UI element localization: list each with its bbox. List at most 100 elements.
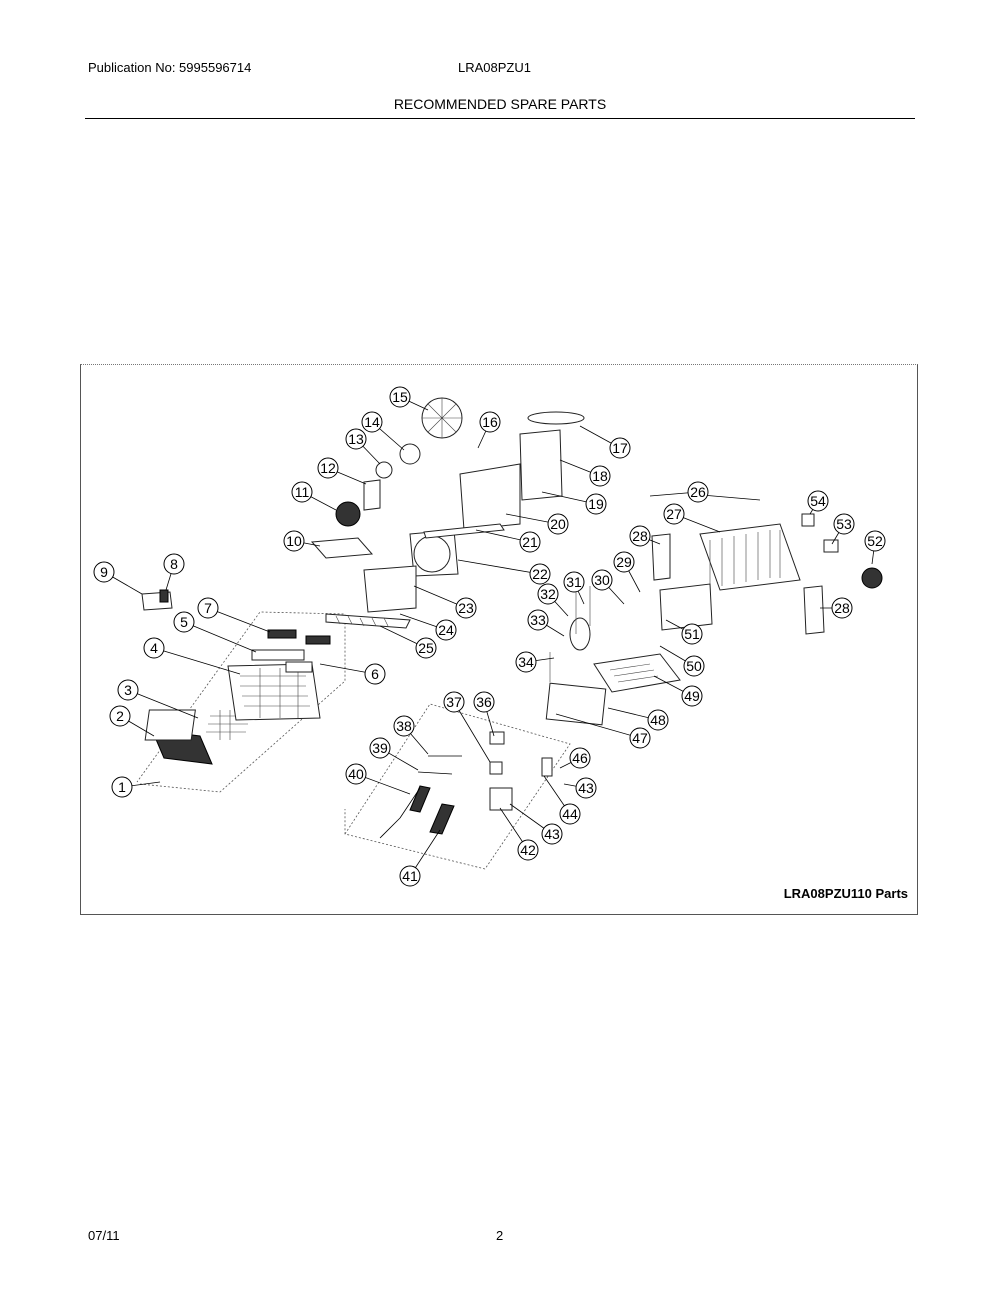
callout-38: 38 <box>393 715 429 755</box>
part-cabinet <box>651 493 883 635</box>
callout-39: 39 <box>369 737 419 771</box>
footer-date: 07/11 <box>88 1228 120 1243</box>
callout-circle <box>833 513 855 535</box>
part-electrical <box>379 731 553 839</box>
page-title: RECOMMENDED SPARE PARTS <box>393 96 607 112</box>
callout-2: 2 <box>109 705 155 737</box>
callout-circle <box>361 411 383 433</box>
callout-circle <box>364 663 386 685</box>
callout-circle <box>541 823 563 845</box>
callout-number: 7 <box>204 600 212 616</box>
callout-48: 48 <box>607 707 669 731</box>
callout-circle <box>629 525 651 547</box>
callout-51: 51 <box>665 619 703 645</box>
callout-circle <box>681 623 703 645</box>
callout-number: 32 <box>540 586 556 602</box>
callout-1: 1 <box>111 776 161 798</box>
callout-circle <box>443 691 465 713</box>
callout-53: 53 <box>831 513 855 545</box>
assembly-brackets <box>136 611 571 870</box>
callout-number: 18 <box>592 468 608 484</box>
callout-number: 47 <box>632 730 648 746</box>
callout-circle <box>529 563 551 585</box>
callout-6: 6 <box>319 663 386 685</box>
callout-21: 21 <box>475 529 541 553</box>
callout-circle <box>117 679 139 701</box>
callout-29: 29 <box>613 551 641 593</box>
callout-circle <box>569 747 591 769</box>
callout-number: 19 <box>588 496 604 512</box>
callout-circle <box>547 513 569 535</box>
callout-28: 28 <box>629 525 661 547</box>
callout-34: 34 <box>515 651 555 673</box>
callout-number: 23 <box>458 600 474 616</box>
callout-number: 10 <box>286 533 302 549</box>
callout-circle <box>163 553 185 575</box>
callout-number: 22 <box>532 566 548 582</box>
callout-circle <box>517 839 539 861</box>
callout-16: 16 <box>477 411 501 449</box>
callout-number: 1 <box>118 779 126 795</box>
callout-10: 10 <box>283 530 321 552</box>
callout-circle <box>864 530 886 552</box>
callout-number: 42 <box>520 842 536 858</box>
callout-circle <box>663 503 685 525</box>
callout-circle <box>629 727 651 749</box>
callout-52: 52 <box>864 530 886 565</box>
part-front-grille <box>144 709 250 765</box>
callout-27: 27 <box>663 503 721 533</box>
part-front-panel <box>227 629 331 721</box>
callout-37: 37 <box>443 691 491 763</box>
callout-circle <box>807 490 829 512</box>
callout-7: 7 <box>197 597 271 633</box>
callout-number: 51 <box>684 626 700 642</box>
callout-number: 39 <box>372 740 388 756</box>
callout-number: 16 <box>482 414 498 430</box>
part-blower-housing <box>423 411 585 539</box>
callout-number: 38 <box>396 718 412 734</box>
callout-49: 49 <box>653 675 703 707</box>
leader-line <box>555 713 641 739</box>
callout-circle <box>317 457 339 479</box>
callout-circle <box>109 705 131 727</box>
callout-number: 13 <box>348 431 364 447</box>
callout-number: 9 <box>100 564 108 580</box>
callout-circle <box>575 777 597 799</box>
leader-line <box>153 647 241 675</box>
callout-circle <box>455 597 477 619</box>
callout-46: 46 <box>559 747 591 769</box>
callout-3: 3 <box>117 679 199 719</box>
diagram-frame <box>80 364 918 915</box>
callout-31: 31 <box>563 571 585 605</box>
leader-line <box>127 689 199 719</box>
callout-25: 25 <box>379 625 437 659</box>
callout-44: 44 <box>543 775 581 825</box>
callout-number: 48 <box>650 712 666 728</box>
callout-circle <box>345 763 367 785</box>
callout-41: 41 <box>399 829 441 887</box>
callout-number: 40 <box>348 766 364 782</box>
callout-circle <box>563 571 585 593</box>
callout-number: 34 <box>518 654 534 670</box>
callout-number: 29 <box>616 554 632 570</box>
callout-42: 42 <box>499 807 539 861</box>
callout-circle <box>143 637 165 659</box>
callout-circle <box>173 611 195 633</box>
callout-circle <box>283 530 305 552</box>
callout-5: 5 <box>173 611 257 653</box>
callout-11: 11 <box>291 481 337 511</box>
callout-26: 26 <box>649 481 709 503</box>
callout-22: 22 <box>457 559 551 585</box>
callout-40: 40 <box>345 763 411 795</box>
callout-circle <box>681 685 703 707</box>
callout-24: 24 <box>399 613 457 641</box>
callout-circle <box>537 583 559 605</box>
callout-number: 49 <box>684 688 700 704</box>
callout-43: 43 <box>563 777 597 799</box>
callout-number: 41 <box>402 868 418 884</box>
leader-line <box>453 701 491 763</box>
callout-33: 33 <box>527 609 565 637</box>
part-fan-assembly <box>310 397 463 629</box>
publication-number: Publication No: 5995596714 <box>88 60 252 75</box>
callout-number: 27 <box>666 506 682 522</box>
